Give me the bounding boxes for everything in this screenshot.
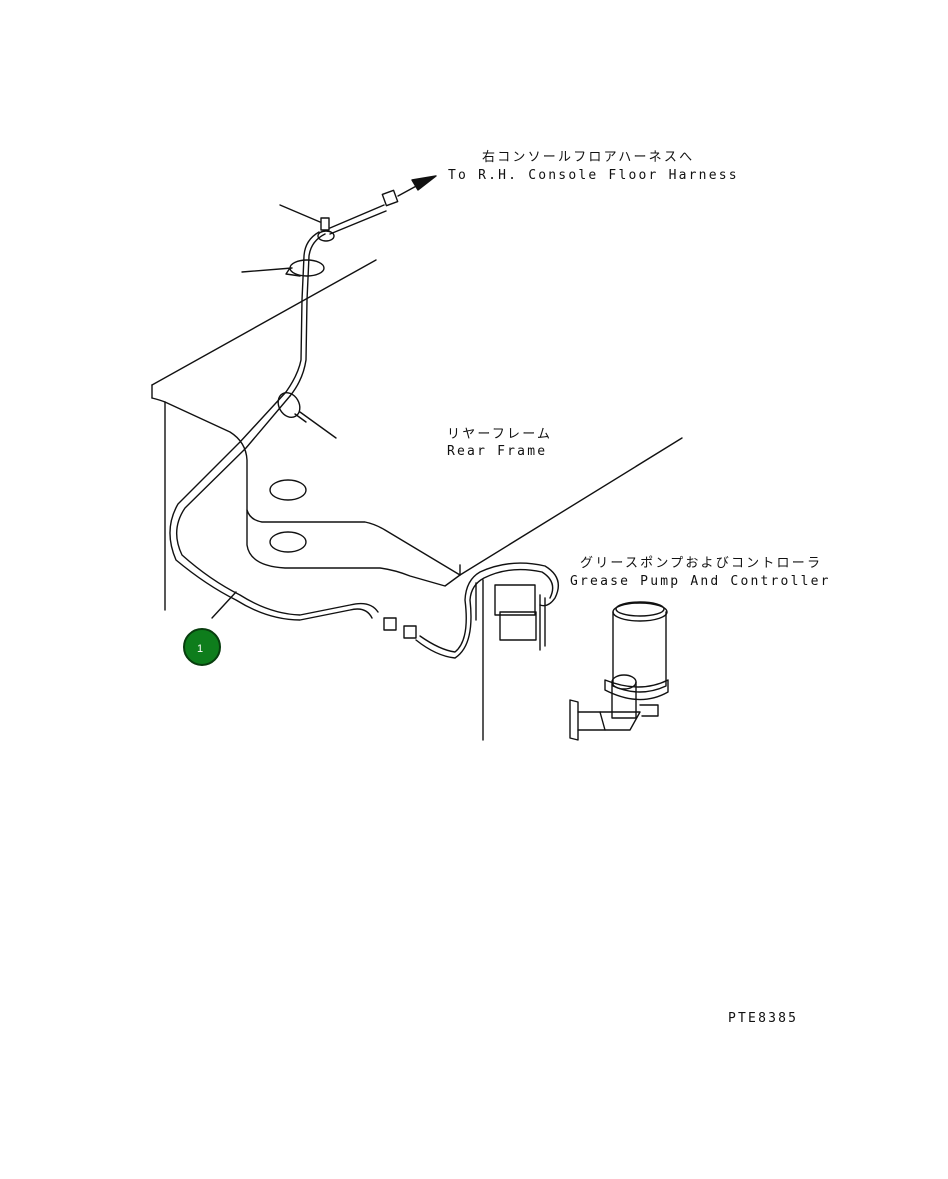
console-label-en: To R.H. Console Floor Harness <box>448 168 739 183</box>
rear-frame-label-jp: リヤーフレーム <box>447 427 553 442</box>
rear-frame <box>151 259 683 741</box>
wire-harness <box>169 204 559 659</box>
figure-code: PTE8385 <box>728 1011 799 1026</box>
connectors <box>381 189 546 651</box>
callout-number: 1 <box>196 643 204 655</box>
callout-badge-1[interactable]: 1 <box>183 628 221 666</box>
arrow-icon <box>397 175 437 197</box>
leader-lines <box>211 204 337 619</box>
console-label-jp: 右コンソールフロアハーネスへ <box>482 150 695 165</box>
grease-pump <box>569 601 669 741</box>
harness-clamps <box>277 217 335 423</box>
rear-frame-label-en: Rear Frame <box>447 444 548 459</box>
grease-pump-label-en: Grease Pump And Controller <box>570 574 831 589</box>
grease-pump-label-jp: グリースポンプおよびコントローラ <box>580 556 823 571</box>
